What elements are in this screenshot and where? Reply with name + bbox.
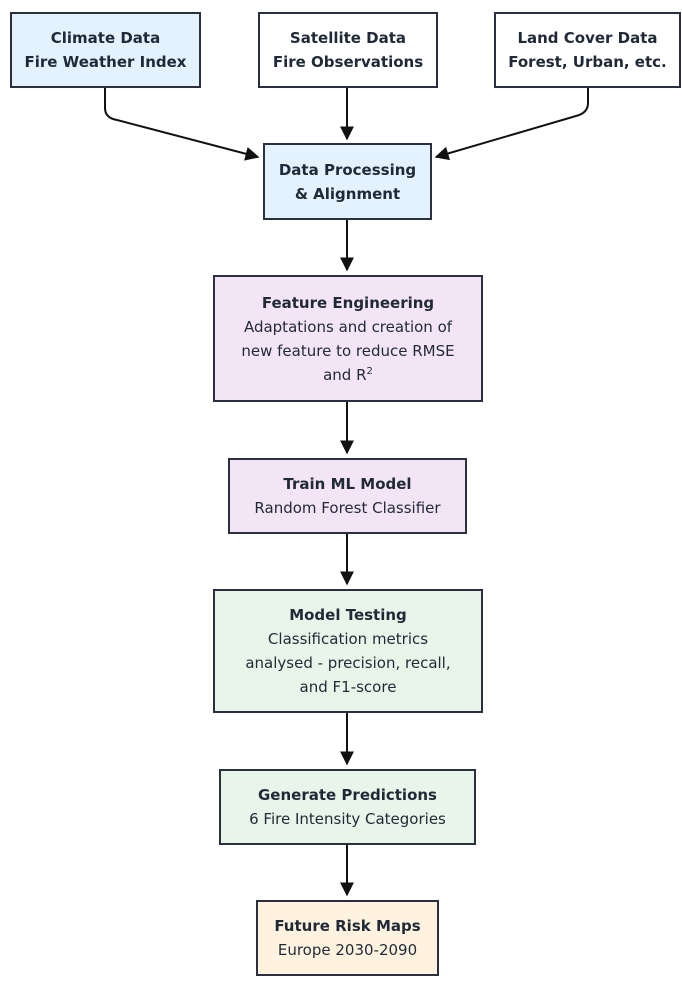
climate-data-title: Climate Data bbox=[50, 29, 161, 47]
model-testing-line1: Classification metrics bbox=[267, 630, 429, 648]
land-cover-data-node: Land Cover Data Forest, Urban, etc. bbox=[494, 12, 681, 88]
feature-engineering-line3: and R2 bbox=[323, 363, 373, 387]
train-ml-model-title: Train ML Model bbox=[283, 475, 412, 493]
feature-engineering-line2: new feature to reduce RMSE bbox=[241, 341, 455, 360]
generate-predictions-title: Generate Predictions bbox=[258, 786, 437, 804]
arrow-landcover-to-processing bbox=[434, 88, 589, 161]
data-processing-node: Data Processing & Alignment bbox=[263, 143, 432, 220]
feature-engineering-title: Feature Engineering bbox=[261, 293, 435, 312]
feature-engineering-line3-text: and R bbox=[323, 365, 367, 384]
future-risk-maps-node: Future Risk Maps Europe 2030-2090 bbox=[256, 900, 439, 976]
land-cover-data-title: Land Cover Data bbox=[517, 29, 658, 47]
feature-engineering-line1: Adaptations and creation of bbox=[243, 317, 453, 336]
feature-engineering-node: Feature Engineering Adaptations and crea… bbox=[213, 275, 483, 402]
model-testing-line2: analysed - precision, recall, bbox=[245, 654, 451, 672]
data-processing-line2: & Alignment bbox=[294, 184, 401, 203]
future-risk-maps-title: Future Risk Maps bbox=[274, 917, 421, 935]
future-risk-maps-subtitle: Europe 2030-2090 bbox=[277, 941, 418, 959]
data-processing-line1: Data Processing bbox=[278, 160, 417, 179]
train-ml-model-subtitle: Random Forest Classifier bbox=[254, 499, 441, 517]
satellite-data-node: Satellite Data Fire Observations bbox=[258, 12, 438, 88]
model-testing-title: Model Testing bbox=[289, 606, 407, 624]
generate-predictions-subtitle: 6 Fire Intensity Categories bbox=[249, 810, 446, 828]
satellite-data-title: Satellite Data bbox=[289, 29, 407, 47]
model-testing-node: Model Testing Classification metrics ana… bbox=[213, 589, 483, 713]
train-ml-model-node: Train ML Model Random Forest Classifier bbox=[228, 458, 467, 534]
land-cover-data-subtitle: Forest, Urban, etc. bbox=[508, 53, 667, 71]
model-testing-line3: and F1-score bbox=[299, 678, 397, 696]
feature-engineering-superscript: 2 bbox=[366, 365, 373, 377]
arrow-climate-to-processing bbox=[104, 88, 260, 161]
climate-data-subtitle: Fire Weather Index bbox=[24, 53, 187, 71]
climate-data-node: Climate Data Fire Weather Index bbox=[10, 12, 201, 88]
generate-predictions-node: Generate Predictions 6 Fire Intensity Ca… bbox=[219, 769, 476, 845]
satellite-data-subtitle: Fire Observations bbox=[272, 53, 424, 71]
